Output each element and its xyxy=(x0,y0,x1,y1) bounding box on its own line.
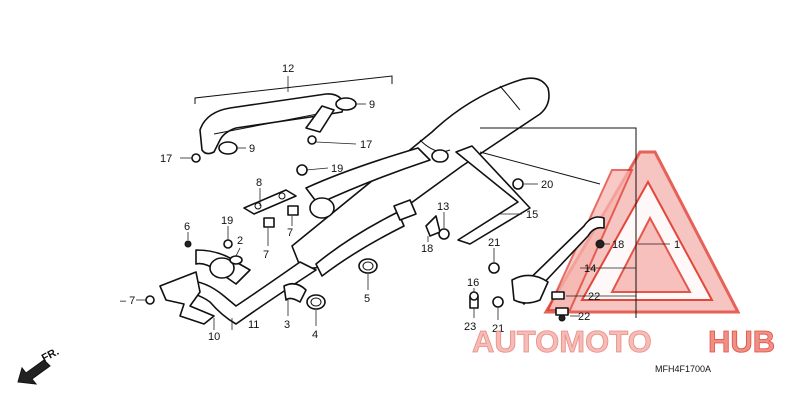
bolt-22a xyxy=(551,291,565,300)
callout-labels: 12 9 9 17 17 19 8 7 7 6 19 2 3 4 5 10 11… xyxy=(120,63,680,343)
bracket-bolt xyxy=(145,295,155,305)
front-pipe-flange xyxy=(209,257,235,279)
lead-19a xyxy=(305,167,329,171)
shield-group-bracket xyxy=(194,75,393,104)
callout-21a: 21 xyxy=(488,237,500,249)
lead-2 xyxy=(235,247,241,257)
nut-21a xyxy=(488,262,500,274)
bolt-23 xyxy=(469,291,479,301)
shield-bolt-17a xyxy=(307,135,317,145)
watermark-triangle-core xyxy=(610,215,692,293)
step-bracket-plate xyxy=(511,274,549,304)
gasket-2 xyxy=(229,255,243,265)
nut-7b xyxy=(263,217,275,228)
muffler-stay-15 xyxy=(455,145,531,245)
stud-6 xyxy=(184,240,192,248)
heat-shield-inner-line xyxy=(213,111,329,135)
callout-6: 6 xyxy=(184,221,190,233)
callout-7a: 7 xyxy=(287,227,293,239)
joint-clamp xyxy=(393,199,417,221)
heat-shield-assembly xyxy=(180,75,393,163)
callout-14: 14 xyxy=(584,263,596,275)
callout-3: 3 xyxy=(284,319,290,331)
front-exhaust-pipe xyxy=(175,261,317,325)
callout-9b: 9 xyxy=(249,143,255,155)
grommet-18a xyxy=(425,215,441,237)
leader-frame xyxy=(480,127,637,318)
gasket-plate-8 xyxy=(243,189,297,215)
rear-pipe-flange xyxy=(309,197,335,219)
leader-stay xyxy=(479,151,601,185)
callout-13: 13 xyxy=(437,201,449,213)
callout-5: 5 xyxy=(364,293,370,305)
seal-ring-4 xyxy=(306,294,326,310)
callout-9a: 9 xyxy=(369,99,375,111)
callout-19a: 19 xyxy=(331,163,343,175)
shield-clamp-upper xyxy=(305,105,335,133)
callout-17b: 17 xyxy=(160,153,172,165)
callout-20: 20 xyxy=(541,179,553,191)
callout-2: 2 xyxy=(237,235,243,247)
shield-bolt-17b xyxy=(191,153,201,163)
bolt-19a xyxy=(296,164,308,176)
nut-21b xyxy=(492,296,504,308)
rear-pipe-joint xyxy=(431,149,449,163)
watermark-text-primary: AUTOMOTO xyxy=(472,324,652,359)
front-arrow-icon xyxy=(17,359,51,385)
callout-4: 4 xyxy=(312,329,318,341)
clamp-3 xyxy=(283,282,307,303)
callout-19b: 19 xyxy=(221,215,233,227)
watermark-logo xyxy=(543,150,741,314)
front-direction-indicator: FR. xyxy=(17,346,61,385)
pipe-bracket-10 xyxy=(159,271,215,325)
front-direction-label: FR. xyxy=(40,346,61,365)
shield-clamp-ring-9b xyxy=(218,141,238,155)
lead-17a xyxy=(315,141,357,145)
callout-10: 10 xyxy=(208,331,220,343)
seal-ring-5-inner xyxy=(362,261,374,271)
callout-22b: 22 xyxy=(578,311,590,323)
rear-exhaust-pipe xyxy=(305,147,431,205)
callout-15: 15 xyxy=(526,209,538,221)
bolt-22-head xyxy=(558,314,566,322)
shield-clamp-ring-9a xyxy=(335,97,357,111)
muffler-seam-2 xyxy=(499,85,521,111)
bolt-19b xyxy=(223,239,233,249)
bolt-20 xyxy=(512,178,524,190)
grommet-13 xyxy=(438,228,450,240)
callout-17a: 17 xyxy=(360,139,372,151)
watermark-wordmark: AUTOMOTO HUB xyxy=(472,324,776,360)
callout-8: 8 xyxy=(256,177,262,189)
callout-12: 12 xyxy=(282,63,294,75)
joint-pipe xyxy=(315,211,405,277)
callout-22a: 22 xyxy=(588,291,600,303)
nut-7a xyxy=(287,205,299,216)
callout-dash-7: – 7 xyxy=(120,295,135,307)
callout-18b: 18 xyxy=(612,239,624,251)
callout-7b: 7 xyxy=(263,249,269,261)
leader-lines xyxy=(136,167,670,330)
seal-ring-4-inner xyxy=(310,297,322,307)
watermark-text-accent: HUB xyxy=(708,324,775,359)
callout-23: 23 xyxy=(464,321,476,333)
callout-16: 16 xyxy=(467,277,479,289)
small-parts xyxy=(145,127,637,325)
gasket-hole-a xyxy=(254,202,262,210)
bolt-22b xyxy=(555,307,569,316)
diagram-part-code: MFH4F1700A xyxy=(655,364,711,374)
callout-18a: 18 xyxy=(421,243,433,255)
gasket-hole-b xyxy=(278,192,286,200)
exhaust-pipe-assembly xyxy=(175,77,550,325)
grommet-18b xyxy=(595,239,605,249)
callout-1: 1 xyxy=(674,239,680,251)
callout-21b: 21 xyxy=(492,323,504,335)
callout-11: 11 xyxy=(248,319,259,331)
seal-ring-5 xyxy=(358,258,378,274)
